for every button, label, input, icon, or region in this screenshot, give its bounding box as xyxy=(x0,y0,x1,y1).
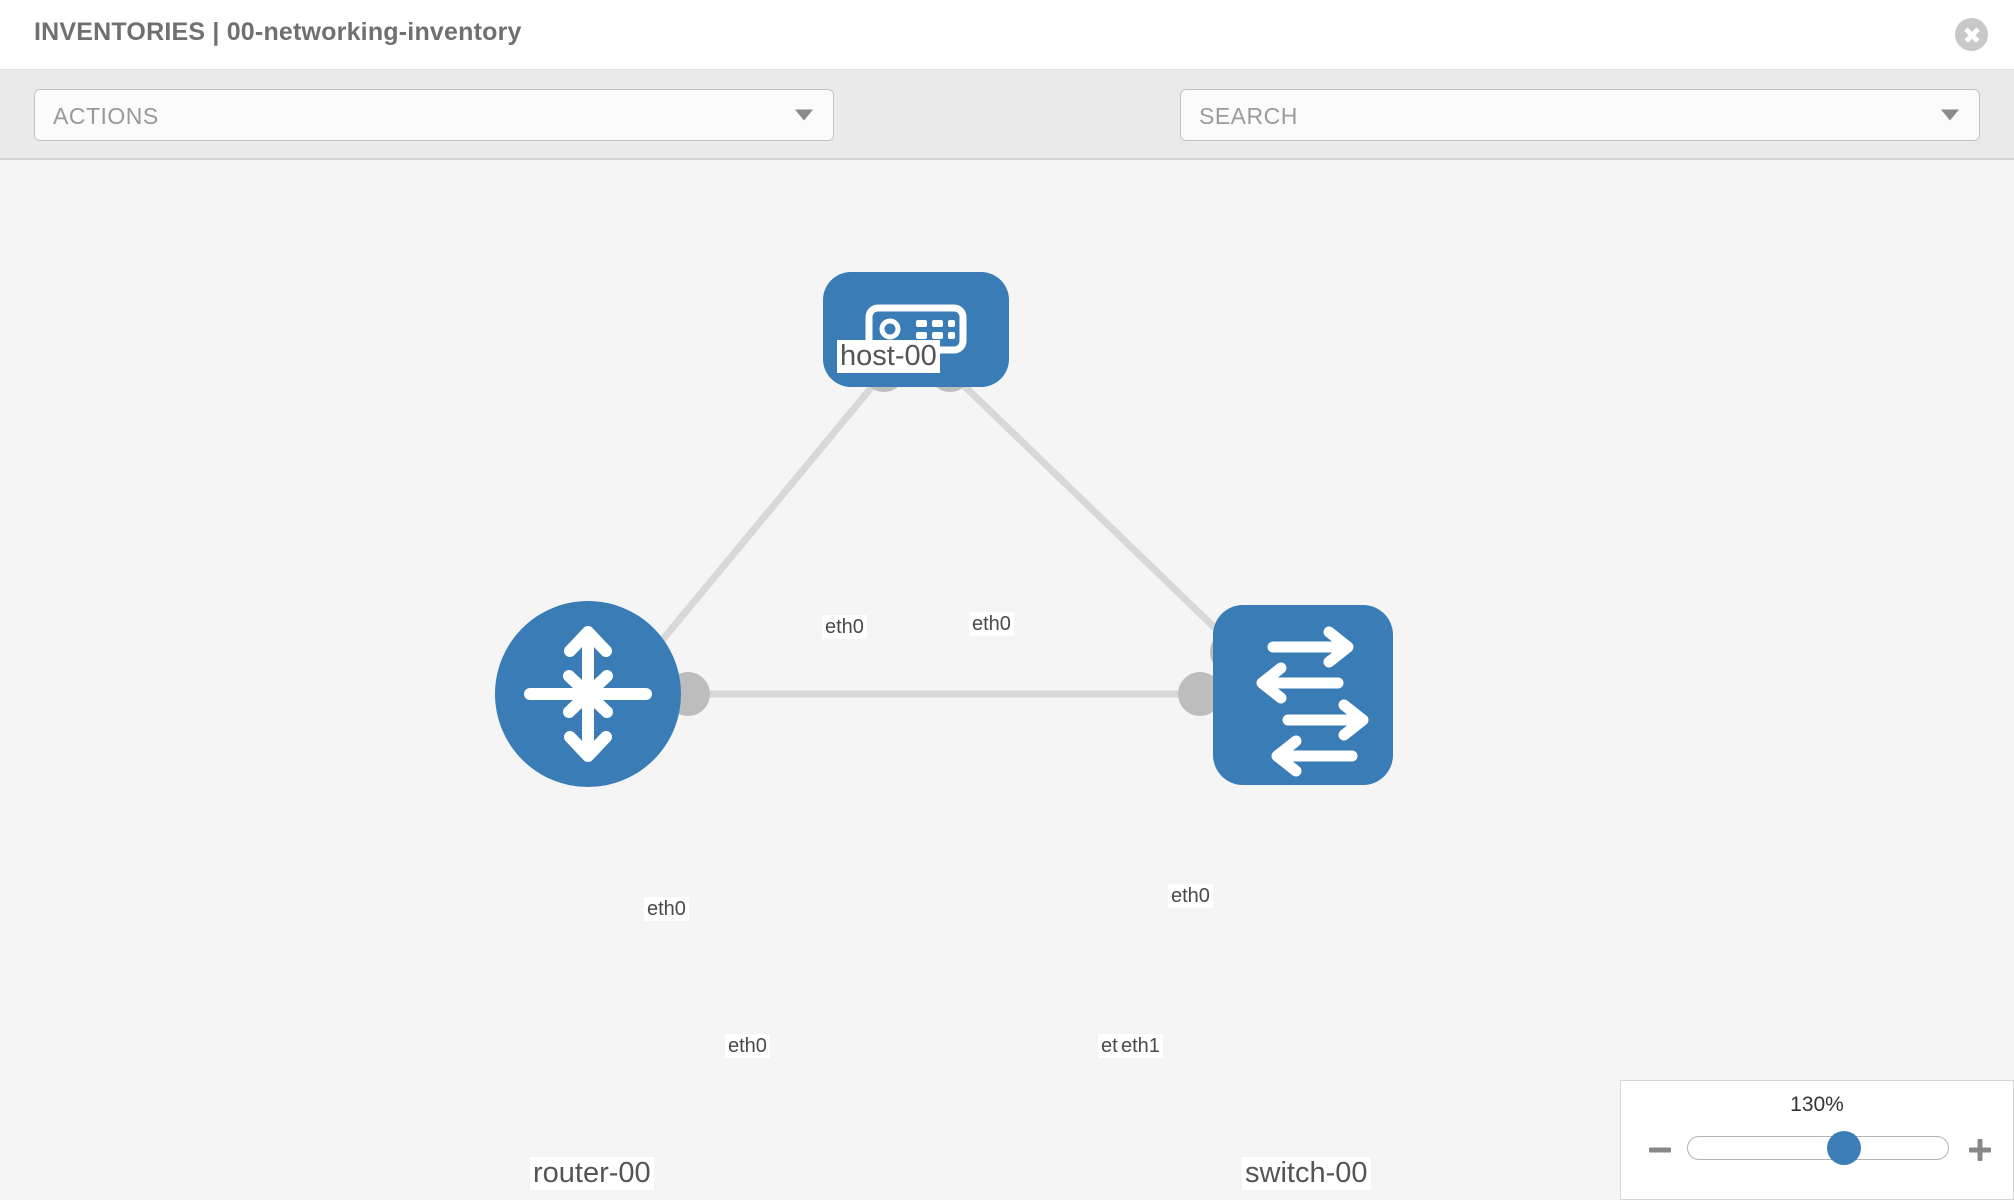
interface-label: eth0 xyxy=(822,615,867,639)
close-icon[interactable] xyxy=(1955,18,1988,51)
interface-label: eth0 xyxy=(644,897,689,921)
interface-label: eth0 xyxy=(969,612,1014,636)
zoom-percent-label: 130% xyxy=(1790,1093,1844,1116)
zoom-control-panel: 130% xyxy=(1620,1080,2014,1200)
zoom-slider[interactable] xyxy=(1687,1131,1949,1165)
plus-icon[interactable] xyxy=(1965,1135,1995,1165)
connector-switch00-west[interactable] xyxy=(1178,672,1222,716)
node-switch-00[interactable] xyxy=(1213,605,1393,785)
chevron-down-icon xyxy=(1941,109,1959,121)
topology-canvas[interactable]: host-00 router-00 switch-00 eth0 eth0 et… xyxy=(0,162,2014,1200)
link-group xyxy=(636,373,1249,698)
actions-dropdown-label: ACTIONS xyxy=(53,103,159,129)
topology-graph xyxy=(495,272,1393,787)
page-header: INVENTORIES | 00-networking-inventory xyxy=(0,0,2014,70)
minus-icon[interactable] xyxy=(1645,1135,1675,1165)
interface-label: eth0 xyxy=(725,1034,770,1058)
link-host00-switch00[interactable] xyxy=(951,373,1249,661)
actions-dropdown[interactable]: ACTIONS xyxy=(34,89,834,141)
zoom-slider-thumb[interactable] xyxy=(1827,1131,1861,1165)
node-router-00[interactable] xyxy=(495,601,681,787)
node-label-host-00: host-00 xyxy=(837,340,940,373)
link-host00-router00[interactable] xyxy=(636,373,884,671)
switch-arrows-icon xyxy=(1256,626,1369,777)
interface-label: eth1 xyxy=(1118,1034,1163,1058)
page-title: INVENTORIES | 00-networking-inventory xyxy=(34,18,522,46)
interface-label: eth0 xyxy=(1168,884,1213,908)
chevron-down-icon xyxy=(795,109,813,121)
search-input[interactable]: SEARCH xyxy=(1180,89,1980,141)
search-placeholder: SEARCH xyxy=(1199,103,1298,129)
toolbar: ACTIONS SEARCH xyxy=(0,70,2014,205)
router-arrows-icon xyxy=(524,626,652,762)
node-label-router-00: router-00 xyxy=(530,1157,654,1190)
node-label-switch-00: switch-00 xyxy=(1242,1157,1371,1190)
